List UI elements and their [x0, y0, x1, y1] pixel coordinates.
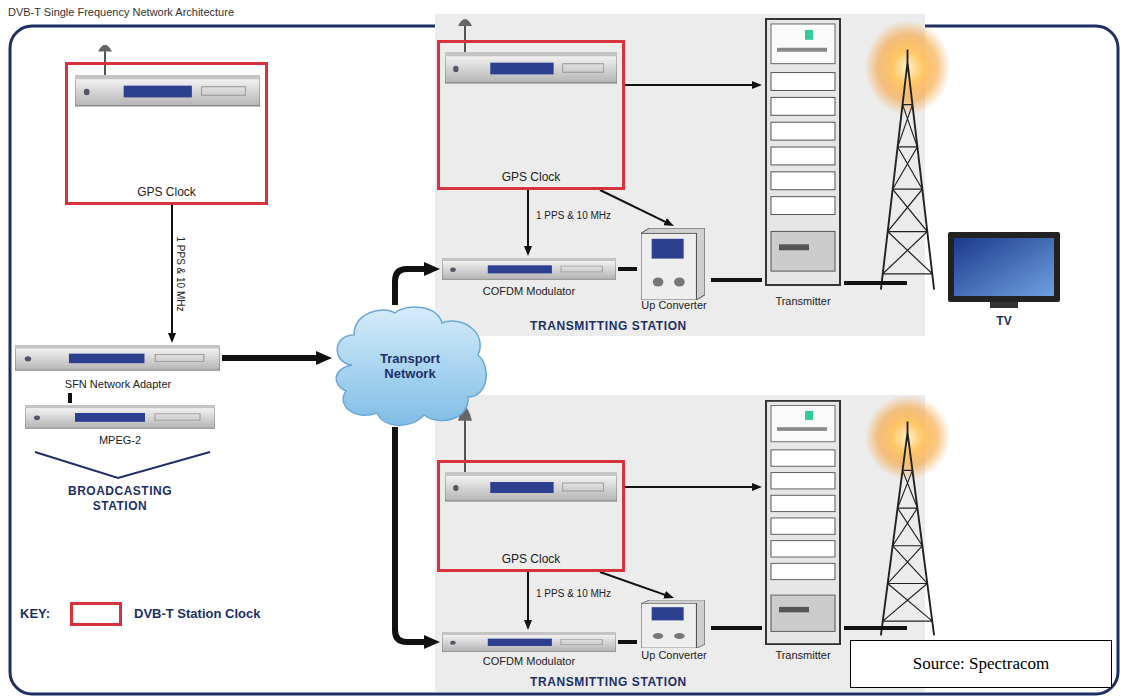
- tower: [865, 20, 951, 290]
- gps-clock-unit: [445, 472, 617, 501]
- station-label: BROADCASTING STATION: [45, 484, 195, 514]
- feed-line: [844, 281, 907, 285]
- node-label: Up Converter: [641, 299, 706, 312]
- node-label: SFN Network Adapter: [65, 378, 171, 391]
- node-label: GPS Clock: [502, 553, 561, 566]
- signal-connector: [625, 486, 757, 488]
- node-label: TRANSMITTING STATION: [530, 320, 687, 333]
- cofdm-unit: [442, 632, 616, 651]
- transmitter-rack: [766, 401, 840, 644]
- node-label: Transmitter: [775, 649, 830, 662]
- signal-connector: [68, 393, 72, 403]
- transmitting-station-panel: TRANSMITTING STATION GPS ClockCOFDM Modul…: [435, 14, 925, 336]
- tv-frame: [948, 232, 1060, 302]
- gps-clock-unit: [75, 75, 260, 106]
- cofdm-modulator: COFDM Modulator: [440, 630, 618, 670]
- feed-line: [844, 626, 907, 630]
- node-label: GPS Clock: [502, 171, 561, 184]
- gps-clock-unit: [445, 52, 617, 83]
- gps-clock: GPS Clock: [437, 40, 625, 190]
- signal-label: 1 PPS & 10 MHz: [536, 588, 611, 600]
- node-label: TV: [996, 315, 1011, 328]
- sfn-adapter-unit: [15, 345, 220, 370]
- up-converter-unit: [641, 600, 705, 648]
- cofdm-modulator: COFDM Modulator: [440, 256, 618, 300]
- sfn-network-adapter: SFN Network Adapter: [14, 343, 222, 393]
- up-converter: Up Converter: [637, 598, 711, 664]
- transport-network-cloud: Transport Network: [332, 305, 488, 427]
- transmitter-rack: [766, 19, 840, 285]
- signal-connector: [625, 84, 757, 86]
- signal-connector: [395, 269, 432, 305]
- signal-connector: [527, 190, 529, 251]
- signal-connector: [395, 427, 432, 642]
- signal-label: 1 PPS & 10 MHz: [536, 210, 611, 222]
- gps-clock: GPS Clock: [437, 460, 625, 572]
- key-label: KEY:: [20, 606, 50, 621]
- cofdm-unit: [442, 258, 616, 279]
- up-converter: Up Converter: [637, 226, 711, 314]
- signal-label: 1 PPS & 10 MHz: [174, 236, 186, 311]
- station-panel: [435, 14, 925, 336]
- signal-connector: [711, 626, 762, 630]
- node-label: TRANSMITTING STATION: [530, 676, 687, 689]
- node-label: Up Converter: [641, 649, 706, 662]
- signal-connector: [222, 355, 324, 361]
- signal-connector: [618, 267, 637, 271]
- tv-set: TV: [940, 225, 1068, 330]
- signal-connector: [711, 278, 762, 282]
- cloud-outline: [336, 307, 486, 425]
- source-box: Source: Spectracom: [850, 640, 1112, 688]
- mpeg2-unit: [25, 405, 215, 428]
- tower: [865, 395, 951, 635]
- transmitter: Transmitter: [762, 16, 844, 310]
- signal-connector: [527, 572, 529, 625]
- transmitter: Transmitter: [762, 398, 844, 664]
- node-label: COFDM Modulator: [483, 285, 575, 298]
- mpeg2-encoder: MPEG-2: [22, 403, 218, 449]
- diagram-title: DVB-T Single Frequency Network Architect…: [8, 6, 234, 18]
- up-converter-unit: [641, 228, 705, 300]
- node-label: Transport Network: [368, 351, 452, 381]
- station-bracket: [35, 452, 210, 478]
- legend-swatch: [70, 602, 122, 626]
- node-label: Source: Spectracom: [913, 654, 1049, 674]
- node-label: GPS Clock: [137, 186, 196, 199]
- node-label: Transmitter: [775, 295, 830, 308]
- node-label: COFDM Modulator: [483, 655, 575, 668]
- tv-stand: [990, 302, 1018, 308]
- gps-antenna: [458, 19, 472, 54]
- signal-connector: [618, 640, 637, 644]
- signal-connector: [171, 205, 173, 338]
- tv-screen: [954, 238, 1054, 296]
- legend-label: DVB-T Station Clock: [134, 606, 260, 621]
- gps-clock: GPS Clock: [65, 62, 268, 205]
- node-label: MPEG-2: [99, 434, 141, 447]
- gps-antenna: [458, 408, 472, 475]
